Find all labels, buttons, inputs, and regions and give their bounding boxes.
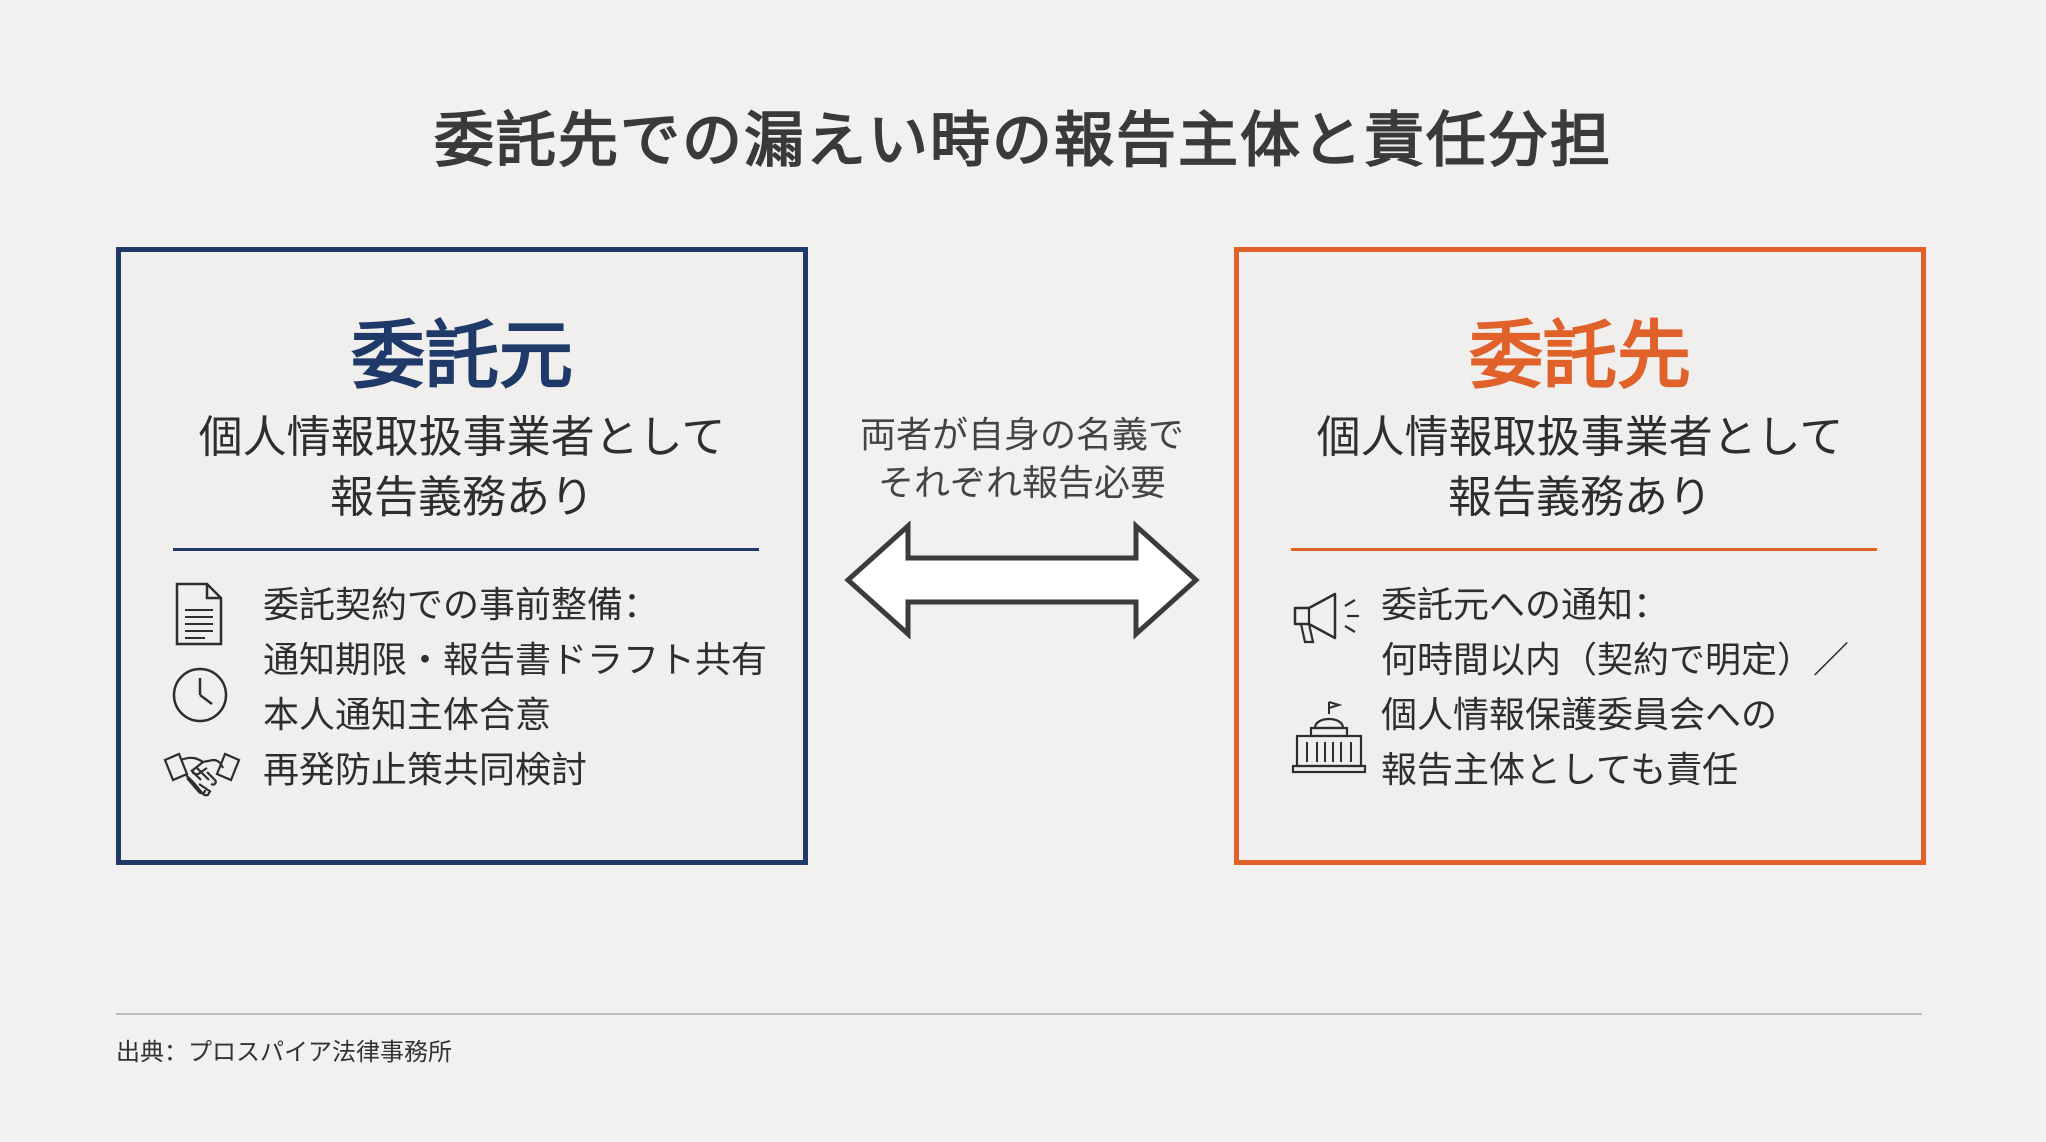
panel-heading: 委託先	[1469, 313, 1691, 399]
panel-line: 委託元への通知：	[1381, 585, 1670, 626]
panel-line: 通知期限・報告書ドラフト共有	[263, 640, 768, 681]
divider	[173, 548, 759, 551]
center-note-line: 両者が自身の名義で	[859, 415, 1184, 456]
panel-subtitle: 個人情報取扱事業者として 報告義務あり	[121, 408, 803, 528]
panel-line: 何時間以内（契約で明定）／	[1381, 640, 1850, 681]
panel-line: 委託契約での事前整備：	[263, 585, 660, 626]
panel-line: 再発防止策共同検討	[263, 750, 588, 791]
panel-lines: 委託契約での事前整備： 通知期限・報告書ドラフト共有 本人通知主体合意 再発防止…	[263, 578, 767, 798]
panel-subtitle-line: 個人情報取扱事業者として	[1316, 412, 1844, 463]
panel-subtitle-line: 個人情報取扱事業者として	[198, 412, 726, 463]
panel-line: 個人情報保護委員会への	[1381, 695, 1778, 736]
panel-heading: 委託元	[351, 313, 573, 399]
panel-line: 報告主体としても責任	[1381, 750, 1739, 791]
government-building-icon	[1291, 701, 1367, 774]
panel-consigner: 委託元 個人情報取扱事業者として 報告義務あり 委託契約での事前整備： 通知期限…	[116, 247, 808, 865]
center-note: 両者が自身の名義で それぞれ報告必要	[810, 412, 1234, 508]
panel-subtitle: 個人情報取扱事業者として 報告義務あり	[1239, 408, 1921, 528]
panel-subtitle-line: 報告義務あり	[330, 472, 594, 523]
panel-line: 本人通知主体合意	[263, 695, 552, 736]
handshake-icon	[163, 752, 241, 797]
panel-lines: 委託元への通知： 何時間以内（契約で明定）／ 個人情報保護委員会への 報告主体と…	[1381, 578, 1849, 798]
document-icon	[175, 582, 223, 646]
divider	[1291, 548, 1877, 551]
panel-subtitle-line: 報告義務あり	[1448, 472, 1712, 523]
panel-consignee: 委託先 個人情報取扱事業者として 報告義務あり 委託元への通知： 何時間以内（契…	[1234, 247, 1926, 865]
megaphone-icon	[1293, 592, 1359, 644]
center-note-line: それぞれ報告必要	[877, 463, 1166, 504]
clock-icon	[172, 667, 228, 723]
footer-divider	[116, 1013, 1922, 1015]
source-note: 出典：プロスパイア法律事務所	[116, 1038, 452, 1066]
page-title: 委託先での漏えい時の報告主体と責任分担	[434, 106, 1612, 176]
double-arrow-icon	[844, 520, 1200, 640]
